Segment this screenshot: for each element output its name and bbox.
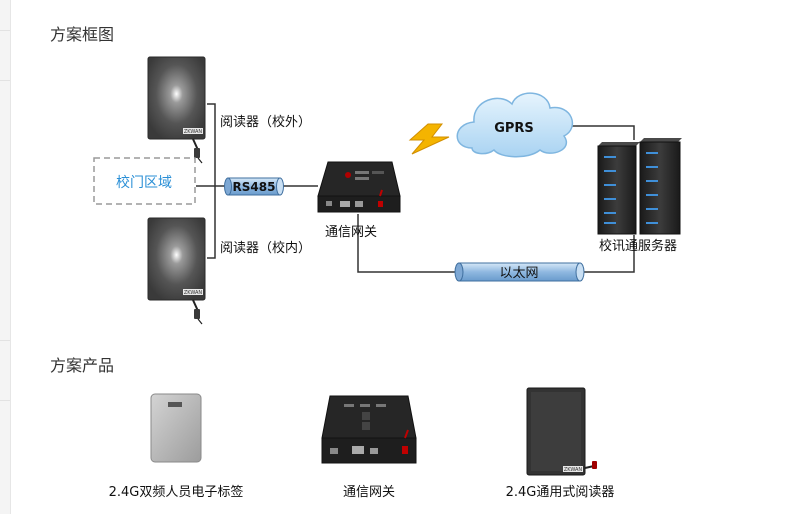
- gprs-cloud: GPRS: [456, 92, 574, 158]
- reader-outside-device: ZKWAN: [147, 56, 206, 164]
- left-edge-divider: [0, 80, 10, 81]
- reader-brand-text: ZKWAN: [184, 129, 203, 135]
- gateway-device: [317, 161, 401, 213]
- reader-bus-bracket: [207, 103, 216, 259]
- rs485-label: RS485: [233, 180, 276, 194]
- product-reader-image: ZKWAN: [526, 387, 597, 476]
- server-rack-left: [597, 142, 640, 235]
- diagram-section-title: 方案框图: [50, 25, 115, 44]
- ethernet-label: 以太网: [499, 266, 538, 281]
- products-section-title: 方案产品: [50, 356, 115, 375]
- left-edge-divider: [0, 400, 10, 401]
- reader-inside-device: ZKWAN: [147, 217, 206, 325]
- product-caption: 2.4G双频人员电子标签: [108, 485, 244, 500]
- cloud-server-line: [566, 125, 635, 140]
- rs485-pipe: RS485: [224, 177, 284, 196]
- server-label: 校讯通服务器: [599, 239, 678, 254]
- ethernet-server-line: [580, 235, 635, 273]
- reader-inside-label: 阅读器（校内）: [220, 241, 312, 256]
- gate-zone-box: [93, 157, 196, 205]
- product-tag-image: [150, 393, 202, 463]
- server-rack-right: [639, 138, 682, 235]
- gprs-label: GPRS: [494, 121, 534, 136]
- connection-lines: [196, 103, 635, 273]
- product-gateway-image: [321, 395, 417, 464]
- gateway-ethernet-line: [357, 214, 458, 273]
- product-caption: 通信网关: [342, 485, 395, 500]
- product-caption: 2.4G通用式阅读器: [505, 485, 615, 500]
- gateway-label: 通信网关: [325, 225, 378, 240]
- gate-zone-label: 校门区域: [116, 174, 172, 191]
- lightning-icon: [408, 123, 450, 155]
- left-edge-divider: [0, 30, 10, 31]
- reader-outside-label: 阅读器（校外）: [220, 115, 312, 130]
- reader-brand-text: ZKWAN: [564, 467, 583, 473]
- left-edge-divider: [0, 340, 10, 341]
- ethernet-pipe: 以太网: [454, 262, 585, 282]
- reader-brand-text: ZKWAN: [184, 290, 203, 296]
- left-edge-strip: [0, 0, 11, 514]
